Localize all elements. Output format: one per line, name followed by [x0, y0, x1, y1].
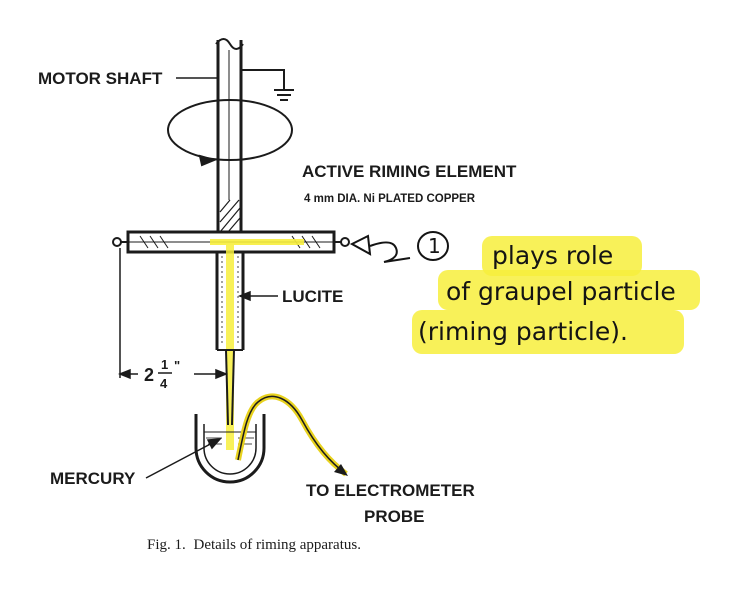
label-element-spec: 4 mm DIA. Ni PLATED COPPER: [304, 193, 476, 205]
svg-text:": ": [174, 358, 180, 373]
annotation-line-1: plays role: [492, 241, 613, 270]
active-riming-element: [210, 239, 304, 450]
svg-text:2: 2: [144, 365, 154, 385]
label-motor-shaft: MOTOR SHAFT: [38, 69, 163, 88]
lucite-sleeve: [215, 252, 245, 426]
ground-icon: [241, 69, 294, 101]
svg-text:1: 1: [161, 357, 168, 372]
label-to-electrometer: TO ELECTROMETER: [306, 481, 475, 500]
label-probe: PROBE: [364, 507, 424, 526]
dimension-line: [117, 248, 229, 380]
label-active-riming-element: ACTIVE RIMING ELEMENT: [302, 162, 517, 181]
label-lucite: LUCITE: [282, 287, 343, 306]
label-mercury: MERCURY: [50, 469, 136, 488]
figure-caption: Fig. 1. Details of riming apparatus.: [147, 537, 361, 553]
annotation-highlight: [412, 236, 700, 354]
electrometer-wire: [235, 393, 348, 477]
svg-text:4: 4: [160, 376, 168, 391]
rotation-arrow-icon: [167, 99, 293, 167]
leader-lines: [145, 77, 278, 479]
annotation-number: 1: [428, 234, 441, 258]
motor-shaft: [215, 38, 244, 233]
annotation-pointer: [349, 231, 449, 263]
annotation-line-3: (riming particle).: [418, 317, 628, 346]
annotation-line-2: of graupel particle: [446, 277, 676, 306]
dimension-label: 2 1 4 ": [144, 357, 180, 391]
